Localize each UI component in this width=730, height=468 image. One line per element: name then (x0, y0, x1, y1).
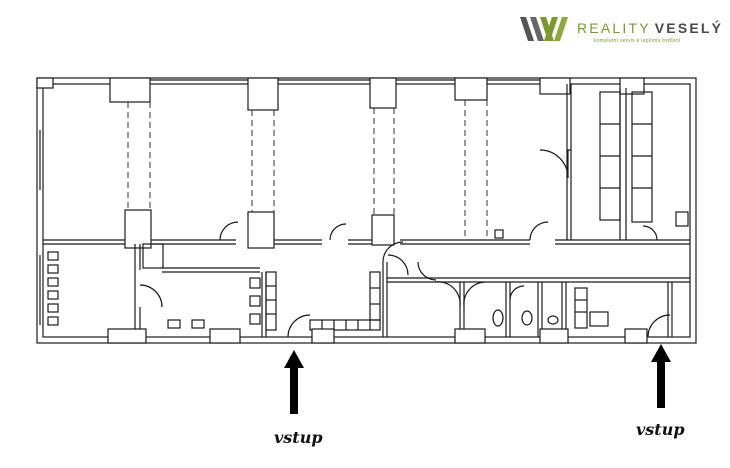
entrance-arrow-right-icon (651, 344, 671, 408)
logo-brand-first: REALITY (577, 20, 651, 36)
entrance-arrow-left-icon (284, 350, 304, 414)
entrance-label-left: vstup (274, 428, 323, 447)
logo-brand-second: VESELÝ (654, 20, 724, 36)
logo-stripes-icon (520, 17, 568, 41)
outer-wall (36, 77, 697, 344)
logo-tagline: kompletní servis k lepšímu bydlení (594, 38, 681, 44)
outer-wall-inner (42, 83, 691, 338)
entrance-label-right: vstup (636, 420, 685, 439)
